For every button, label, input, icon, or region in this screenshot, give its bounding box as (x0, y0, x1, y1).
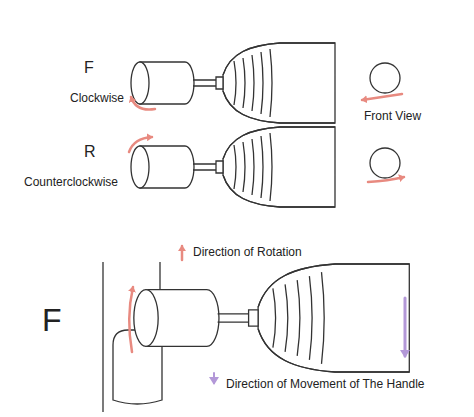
front-view-circle (370, 148, 400, 178)
drill-stroke (270, 133, 272, 201)
drill-stroke (216, 161, 223, 173)
drill-stroke (243, 58, 245, 108)
drill-stroke (134, 290, 158, 347)
direction-letter: R (84, 143, 96, 161)
direction-letter: F (42, 302, 62, 339)
drill-stroke (223, 43, 335, 75)
direction-letter: F (84, 59, 94, 77)
drill-stroke (131, 146, 149, 188)
drill-stroke (252, 139, 254, 195)
drill-stroke (252, 55, 254, 111)
drill-stroke (193, 164, 216, 170)
legend-text: Direction of Rotation (193, 246, 302, 260)
drill-stroke (285, 284, 288, 352)
rotation-label: Clockwise (70, 92, 124, 106)
drill-stroke (243, 142, 245, 192)
finger (103, 262, 162, 412)
drill-stroke (223, 127, 335, 159)
drill-stroke (258, 264, 409, 307)
view-label: Front View (364, 110, 421, 124)
drill-stroke (261, 52, 263, 114)
drill-stroke (273, 288, 276, 347)
drill-stroke (309, 276, 312, 360)
legend-text: Direction of Movement of The Handle (226, 378, 425, 392)
drill-stroke (297, 280, 300, 356)
drill-stroke (249, 310, 259, 326)
front-view-circle (370, 63, 400, 93)
drill-stroke (223, 43, 335, 123)
drill-stroke (223, 127, 335, 207)
drill-stroke (261, 136, 263, 198)
drill-stroke (258, 264, 409, 372)
drill-stroke (223, 175, 335, 207)
drill-stroke (218, 314, 249, 322)
rotation-label: Counterclockwise (24, 176, 118, 190)
drill-stroke (234, 61, 236, 105)
drill-stroke (131, 62, 149, 104)
drill-stroke (193, 80, 216, 86)
drill-stroke (270, 49, 272, 117)
drill-stroke (223, 91, 335, 123)
rotation-arrows (129, 94, 404, 352)
drill-stroke (258, 329, 409, 372)
drill-stroke (216, 77, 223, 89)
movement-arrows (214, 298, 405, 383)
drill-stroke (322, 272, 325, 364)
drill-stroke (234, 145, 236, 189)
